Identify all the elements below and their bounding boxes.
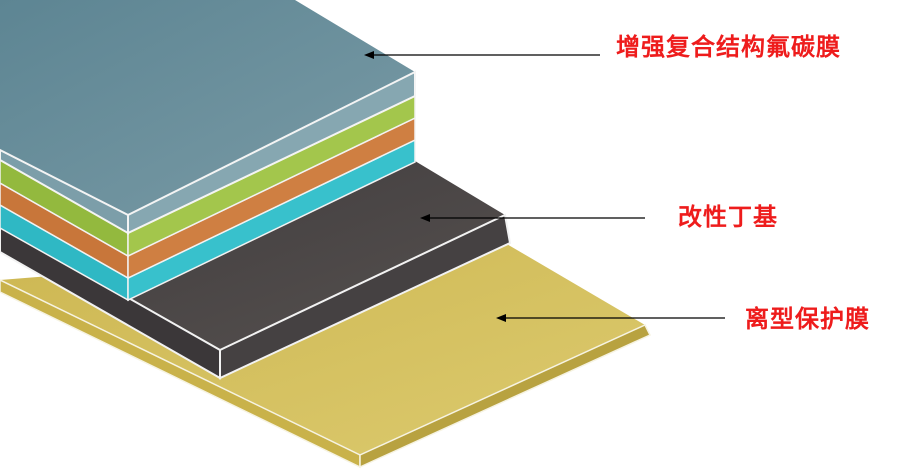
fluorocarbon-side-edge (127, 70, 416, 235)
label-fluorocarbon-film: 增强复合结构氟碳膜 (616, 32, 841, 61)
release-film-side-edge (359, 324, 652, 469)
label-release-film: 离型保护膜 (745, 304, 870, 333)
fluorocarbon-film-layer (0, 0, 416, 235)
butyl-side-edge (219, 213, 512, 380)
leader-arrow-release-film (496, 314, 725, 322)
label-modified-butyl: 改性丁基 (678, 202, 778, 231)
leader-arrow-fluorocarbon (364, 51, 600, 59)
leader-arrow-butyl (420, 214, 645, 222)
fluorocarbon-top-face (0, 0, 415, 215)
